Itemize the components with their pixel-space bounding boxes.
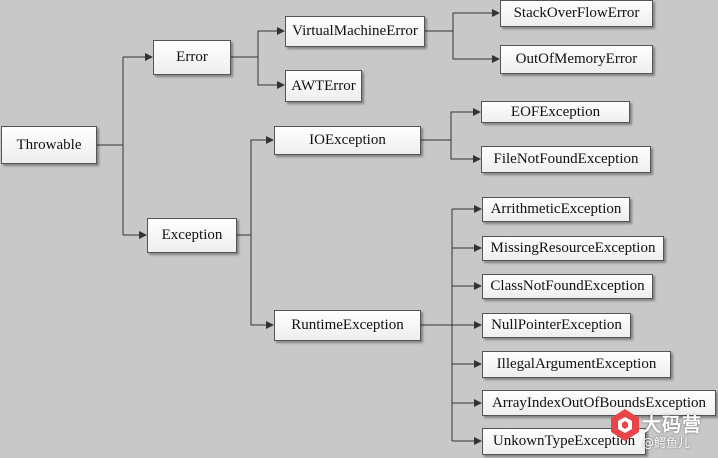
node-runtime-exception: RuntimeException [274, 310, 421, 341]
node-stack-overflow-error: StackOverFlowError [500, 0, 653, 27]
node-null-pointer-exception: NullPointerException [482, 313, 631, 338]
node-error: Error [153, 40, 231, 75]
node-illegal-argument-exception-label: IllegalArgumentException [496, 356, 657, 372]
connector-to-runtime-exception [250, 235, 274, 329]
node-virtual-machine-error-label: VirtualMachineError [292, 23, 418, 39]
node-illegal-argument-exception: IllegalArgumentException [482, 351, 671, 378]
node-error-label: Error [176, 49, 208, 65]
node-eof-exception: EOFException [481, 101, 630, 123]
watermark-author: @鳄鱼儿 [642, 436, 691, 450]
node-class-not-found-exception-label: ClassNotFoundException [490, 278, 645, 294]
connector-throwable-trunk [97, 57, 124, 146]
node-io-exception-label: IOException [309, 132, 386, 148]
watermark: 大码营 @鳄鱼儿 [606, 408, 716, 456]
connector-to-awt-error [257, 57, 285, 89]
node-array-index-out-of-bounds-exception-label: ArrayIndexOutOfBoundsException [491, 394, 707, 411]
connector-to-io-exception [237, 136, 274, 236]
node-throwable-label: Throwable [16, 136, 82, 153]
connector-to-out-of-memory-error [452, 31, 500, 63]
node-file-not-found-exception-label: FileNotFoundException [493, 151, 639, 167]
node-missing-resource-exception: MissingResourceException [482, 236, 664, 261]
connector-to-file-not-found-exception [450, 140, 481, 163]
node-exception: Exception [147, 218, 237, 253]
connector-to-eof-exception [421, 108, 481, 141]
connector-to-stack-overflow-error [425, 9, 500, 32]
node-null-pointer-exception-label: NullPointerException [491, 317, 622, 333]
node-unknown-type-exception-label: UnkownTypeException [492, 433, 636, 449]
watermark-title: 大码营 [642, 414, 703, 436]
node-unknown-type-exception: UnkownTypeException [482, 428, 646, 455]
watermark-logo-icon [611, 409, 639, 441]
node-io-exception: IOException [274, 126, 421, 155]
node-stack-overflow-error-label: StackOverFlowError [513, 5, 640, 21]
connector-to-virtual-machine-error [231, 27, 285, 58]
node-arithmetic-exception-label: ArrithmeticException [490, 201, 622, 217]
node-file-not-found-exception: FileNotFoundException [481, 146, 651, 173]
node-awt-error-label: AWTError [291, 77, 356, 94]
node-virtual-machine-error: VirtualMachineError [285, 16, 425, 47]
node-array-index-out-of-bounds-exception: ArrayIndexOutOfBoundsException [482, 390, 716, 416]
node-runtime-exception-label: RuntimeException [291, 317, 404, 333]
node-awt-error: AWTError [285, 70, 362, 102]
node-out-of-memory-error-label: OutOfMemoryError [515, 51, 638, 67]
node-missing-resource-exception-label: MissingResourceException [490, 240, 656, 256]
node-class-not-found-exception: ClassNotFoundException [482, 274, 653, 299]
node-out-of-memory-error: OutOfMemoryError [500, 45, 653, 74]
node-arithmetic-exception: ArrithmeticException [482, 197, 630, 222]
node-eof-exception-label: EOFException [510, 103, 601, 120]
node-throwable: Throwable [1, 126, 97, 164]
node-exception-label: Exception [161, 227, 223, 243]
